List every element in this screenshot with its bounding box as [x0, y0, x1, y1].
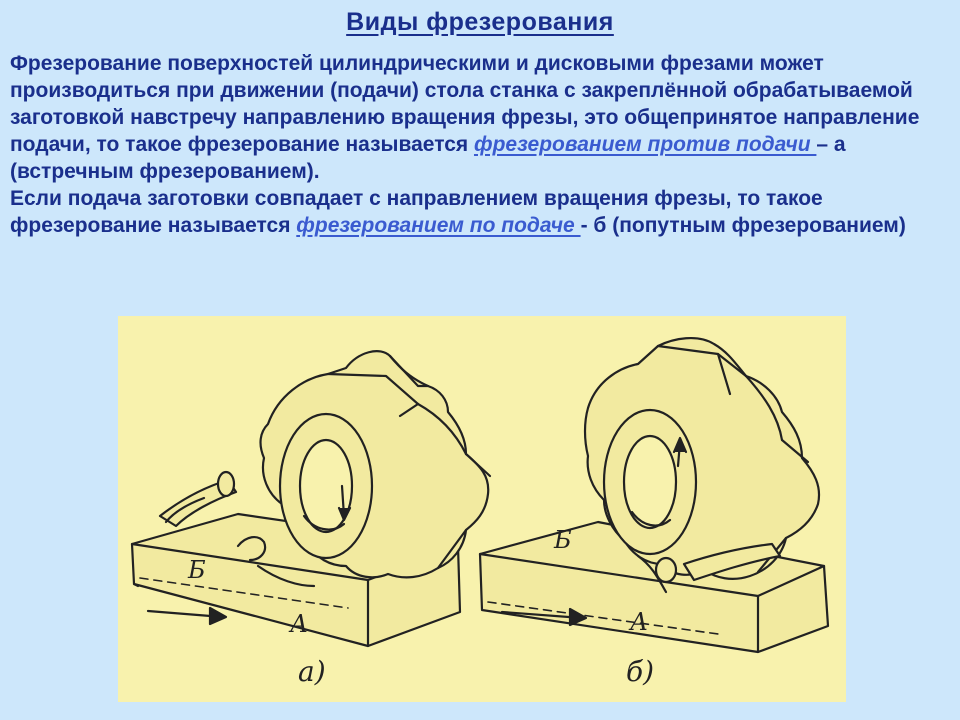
description-text: Фрезерование поверхностей цилиндрическим… — [10, 50, 955, 239]
paragraph-1-tail: – а (встречным фрезерованием). — [10, 133, 846, 183]
feed-line-left — [139, 577, 349, 609]
term-climb-along: фрезерованием по подаче — [296, 214, 581, 237]
chip-right — [636, 542, 782, 594]
paragraph-1-text: Фрезерование поверхностей цилиндрическим… — [10, 52, 920, 156]
cutter-right — [583, 337, 821, 580]
feed-arrow-left — [146, 606, 228, 626]
paragraph-2-tail: - б (попутным фрезерованием) — [580, 214, 906, 237]
milling-drawing: Б А а) — [130, 337, 830, 688]
point-a-left: А — [288, 610, 308, 638]
milling-illustration: Б А а) — [118, 316, 846, 702]
chip-left — [158, 470, 316, 588]
feed-arrow-right — [500, 607, 588, 627]
point-b-right: Б — [553, 526, 572, 554]
page-title: Виды фрезерования — [346, 8, 614, 36]
caption-right: б) — [626, 655, 654, 688]
term-climb-against: фрезерованием против подачи — [473, 133, 817, 156]
paragraph-2-text: Если подача заготовки совпадает с направ… — [10, 187, 823, 237]
point-b-left: Б — [187, 556, 206, 584]
cutter-left — [259, 350, 492, 579]
point-a-right: А — [628, 608, 648, 636]
feed-line-right — [487, 601, 719, 635]
caption-left: а) — [298, 655, 326, 688]
